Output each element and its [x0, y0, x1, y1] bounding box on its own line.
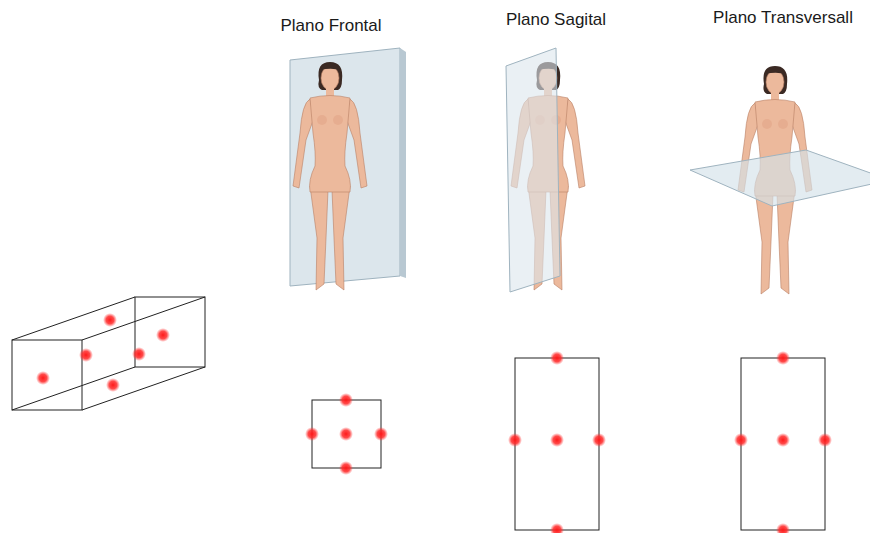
red-dot [36, 371, 50, 385]
edge [82, 367, 205, 410]
plane-edge [400, 48, 406, 278]
transverse-section [741, 358, 825, 530]
red-dot [550, 523, 564, 533]
edge [12, 297, 135, 340]
plane-title: Plano Frontal [280, 16, 381, 36]
edge [82, 297, 205, 340]
red-dot [106, 378, 120, 392]
cube-wireframe [12, 297, 205, 410]
plane-title: Plano Sagital [506, 10, 606, 30]
red-dot [339, 393, 353, 407]
sagittal-section [515, 358, 599, 530]
red-dot [79, 348, 93, 362]
red-dots [36, 313, 832, 533]
red-dot [305, 427, 319, 441]
red-dot [132, 347, 146, 361]
red-dot [339, 427, 353, 441]
red-dot [550, 433, 564, 447]
red-dot [374, 427, 388, 441]
red-dot [776, 433, 790, 447]
red-dot [592, 433, 606, 447]
section-outlines [312, 358, 825, 530]
red-dot [818, 433, 832, 447]
red-dot [550, 351, 564, 365]
sagittal-plane [506, 48, 560, 292]
red-dot [776, 523, 790, 533]
edge [12, 367, 135, 410]
red-dot [508, 433, 522, 447]
transverse-plane [690, 150, 870, 206]
red-dot [776, 351, 790, 365]
front-face [12, 340, 82, 410]
plane-title: Plano Transversall [713, 8, 853, 28]
red-dot [734, 433, 748, 447]
red-dot [103, 313, 117, 327]
person-figure [293, 62, 367, 290]
frontal-section [312, 400, 381, 468]
red-dot [156, 328, 170, 342]
red-dot [339, 461, 353, 475]
